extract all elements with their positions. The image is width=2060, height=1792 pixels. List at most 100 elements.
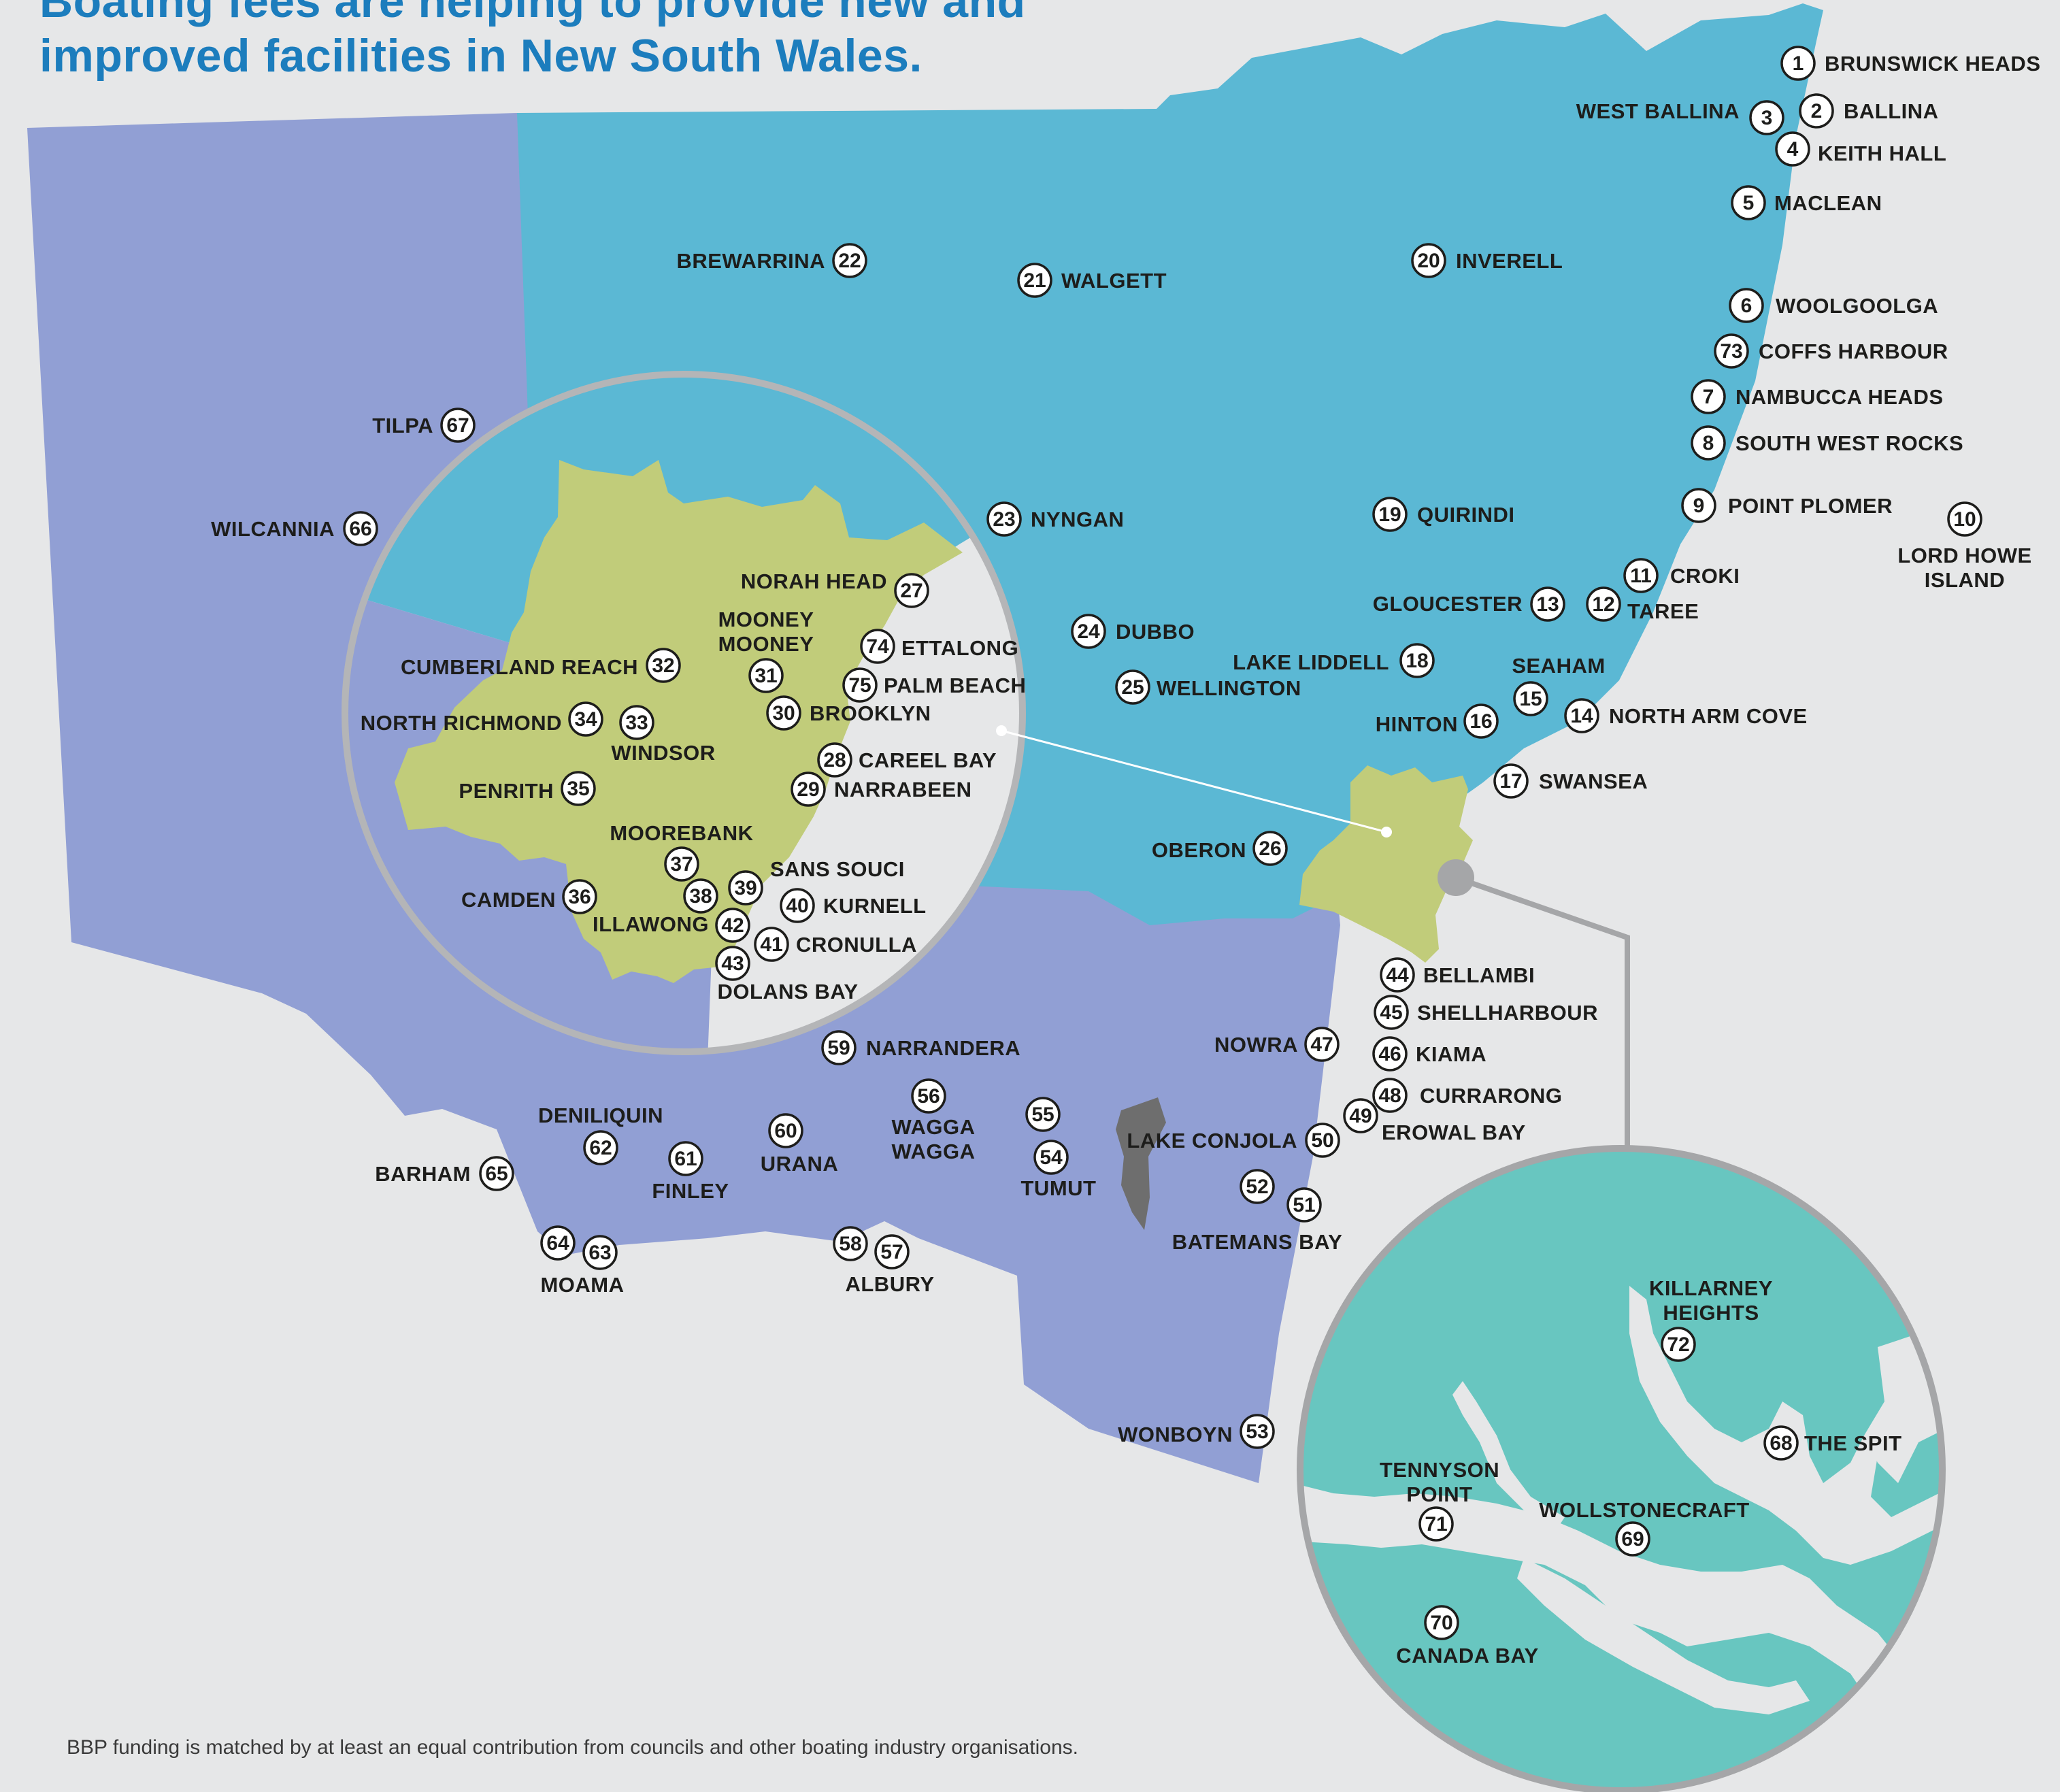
marker-number: 57 [880,1241,903,1263]
marker-circle [1780,46,1816,81]
marker-number: 27 [900,580,923,602]
marker-label: KURNELL [823,894,927,918]
marker-label: CAMDEN [461,888,556,912]
marker-number: 62 [589,1137,612,1159]
marker-label: PALM BEACH [884,674,1026,697]
marker-number: 15 [1519,688,1542,710]
marker-circle [1424,1605,1459,1640]
marker-label: KILLARNEY [1649,1276,1773,1300]
marker-label: SANS SOUCI [770,857,905,881]
marker-circle [1691,379,1726,414]
marker-circle [664,846,699,882]
marker-label: DUBBO [1116,620,1195,644]
marker-circle [1586,586,1621,622]
location-marker-52: 52 [1240,1169,1275,1204]
marker-label: ILLAWONG [593,912,709,936]
marker-circle [911,1078,946,1114]
sydney-inset [342,371,1392,1055]
marker-circle [646,648,681,683]
marker-number: 12 [1592,593,1614,616]
marker-label: CANADA BAY [1396,1644,1538,1667]
marker-label: BARHAM [375,1162,471,1186]
marker-number: 10 [1953,508,1976,531]
marker-number: 46 [1378,1043,1401,1065]
marker-circle [1493,763,1529,799]
marker-label: TUMUT [1021,1176,1097,1200]
marker-label: CAREEL BAY [859,748,997,772]
marker-label: MOONEY [718,608,814,631]
marker-circle [1399,643,1435,678]
marker-label: MOAMA [540,1273,624,1297]
marker-circle [1380,957,1415,993]
marker-number: 64 [546,1232,569,1255]
marker-label: BREWARRINA [676,249,825,273]
marker-number: 1 [1793,52,1804,75]
marker-circle [1681,488,1716,523]
marker-circle [1763,1425,1799,1461]
marker-label: GLOUCESTER [1373,592,1523,616]
location-marker-38: 38 [683,878,718,914]
marker-circle [1240,1414,1275,1449]
marker-circle [1286,1187,1322,1223]
marker-label: BELLAMBI [1423,963,1535,987]
marker-number: 51 [1293,1194,1315,1216]
marker-label: LAKE CONJOLA [1127,1129,1297,1152]
marker-label: NARRANDERA [866,1036,1020,1060]
marker-number: 24 [1077,620,1100,643]
marker-number: 4 [1787,138,1799,161]
marker-label: BROOKLYN [810,701,931,725]
harbour-waters [1300,1483,1942,1714]
marker-circle [832,243,867,278]
marker-circle [833,1226,868,1261]
marker-label: WOOLGOOLGA [1776,294,1938,318]
marker-circle [1071,614,1106,649]
marker-number: 56 [917,1085,940,1108]
marker-label: TAREE [1627,599,1699,623]
marker-label: WINDSOR [611,741,715,765]
marker-circle [791,771,826,807]
marker-number: 67 [446,414,469,437]
marker-circle [748,658,784,693]
marker-label: ETTALONG [901,636,1018,660]
marker-circle [1564,698,1599,733]
headline-line-1: Boating fees are helping to provide new … [39,0,1026,27]
inset-sydney-region [395,460,963,983]
marker-circle [874,1234,910,1270]
marker-circle [1017,263,1052,298]
marker-circle [343,511,378,546]
marker-number: 21 [1023,269,1046,292]
marker-circle [768,1113,803,1148]
headline: Boating fees are helping to provide new … [39,0,1026,83]
marker-label: KIAMA [1416,1042,1486,1066]
marker-number: 38 [689,885,712,908]
marker-circle [1025,1097,1061,1132]
marker-label: POINT [1406,1482,1472,1506]
marker-label: THE SPIT [1804,1431,1902,1455]
